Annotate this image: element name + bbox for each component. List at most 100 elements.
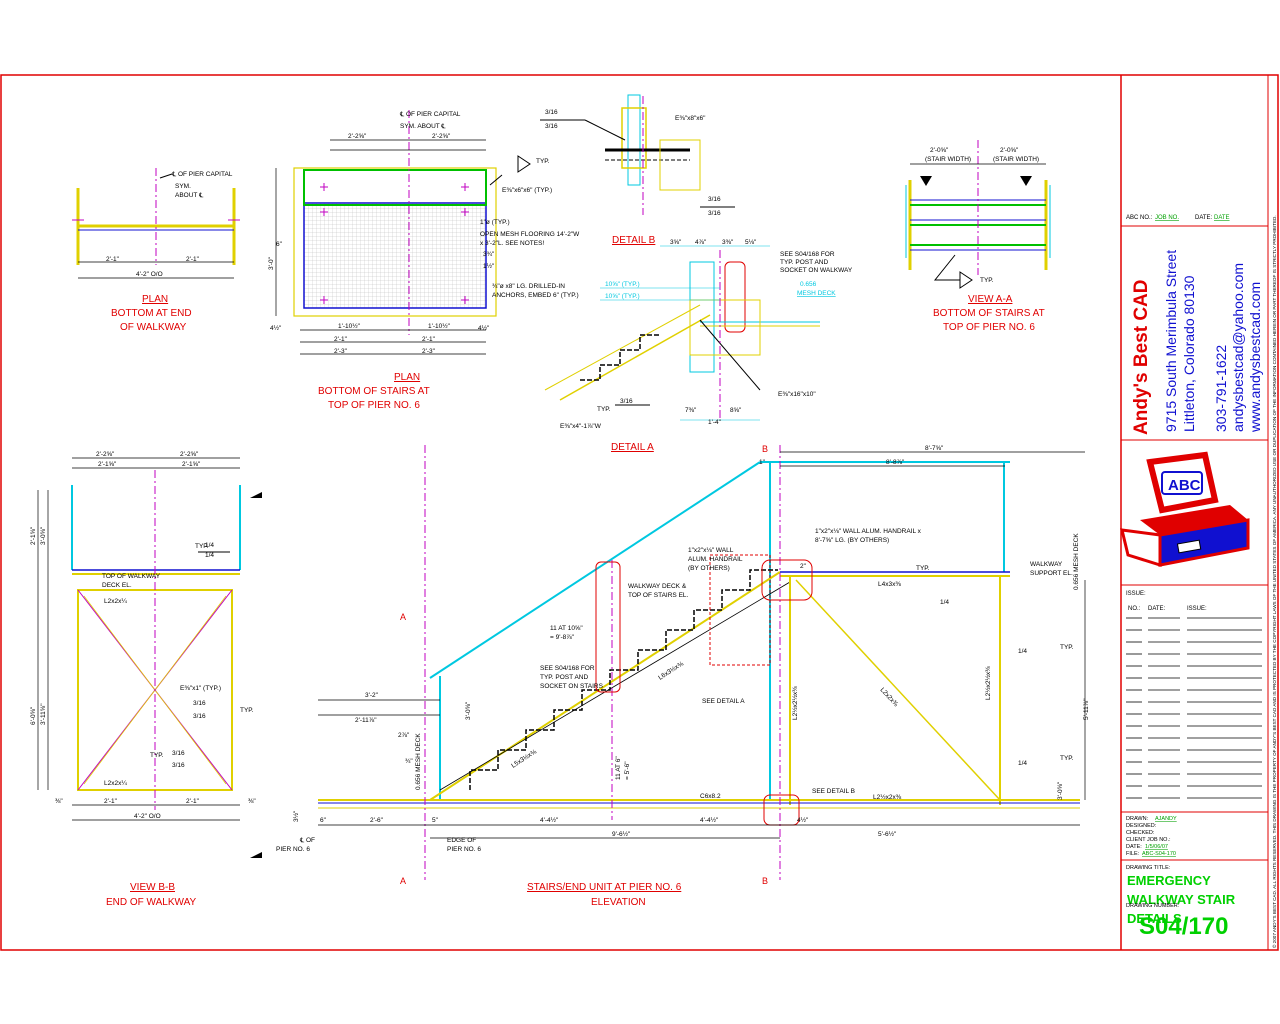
svg-text:SOCKET ON STAIRS: SOCKET ON STAIRS (540, 683, 604, 690)
copyright-text: © 2007 ANDY'S BEST CAD. ALL RIGHTS RESER… (1271, 215, 1277, 948)
svg-text:TOP OF PIER NO. 6: TOP OF PIER NO. 6 (328, 400, 420, 411)
svg-text:0.656: 0.656 (800, 281, 817, 288)
svg-text:L2½x2x⅜: L2½x2x⅜ (873, 793, 902, 801)
svg-text:DRAWN:: DRAWN: (1126, 816, 1149, 822)
detail-b: 3/16 3/16 3/16 3/16 E⅜"x8"x6" DETAIL B (540, 94, 735, 246)
svg-text:3½": 3½" (292, 810, 300, 822)
svg-text:AJANDY: AJANDY (1155, 816, 1177, 822)
svg-text:= 9'-8⅞": = 9'-8⅞" (550, 634, 575, 641)
svg-text:WALKWAY: WALKWAY (1030, 561, 1063, 568)
abc-logo: ABC (1120, 451, 1250, 568)
svg-text:DECK EL.: DECK EL. (102, 582, 132, 589)
drawing-title: EMERGENCY WALKWAY STAIR DETAILS (1127, 873, 1236, 926)
svg-text:DETAILS: DETAILS (1127, 911, 1182, 926)
svg-text:DRAWING NUMBER:: DRAWING NUMBER: (1126, 903, 1180, 909)
svg-text:ABOUT ℄: ABOUT ℄ (175, 192, 204, 199)
svg-text:L2x2x¼: L2x2x¼ (104, 780, 127, 787)
detail-a-title: DETAIL A (611, 442, 654, 453)
svg-text:ABC NO.:: ABC NO.: (1126, 215, 1153, 221)
svg-text:TYP. POST AND: TYP. POST AND (540, 674, 588, 681)
svg-text:¾"ø x8" LG. DRILLED-IN: ¾"ø x8" LG. DRILLED-IN (492, 283, 565, 290)
view-a-a: 2'-0⅝" 2'-0⅝" (STAIR WIDTH) (STAIR WIDTH… (905, 140, 1051, 333)
svg-text:DRAWING TITLE:: DRAWING TITLE: (1126, 865, 1171, 871)
svg-text:END OF WALKWAY: END OF WALKWAY (106, 897, 197, 908)
svg-text:3/16: 3/16 (708, 196, 721, 203)
svg-text:1'-10½": 1'-10½" (428, 322, 451, 330)
svg-text:3⅜": 3⅜" (722, 239, 734, 246)
svg-text:7⅜": 7⅜" (685, 407, 697, 414)
svg-text:BOTTOM OF STAIRS AT: BOTTOM OF STAIRS AT (933, 308, 1045, 319)
svg-text:PIER NO. 6: PIER NO. 6 (276, 846, 310, 853)
svg-text:2'-1⅝": 2'-1⅝" (98, 461, 117, 468)
svg-text:1/5/06/07: 1/5/06/07 (1145, 844, 1168, 850)
svg-text:E⅜"x16"x10": E⅜"x16"x10" (778, 391, 816, 398)
svg-text:3¾": 3¾" (483, 251, 495, 258)
company-name: Andy's Best CAD (1131, 280, 1152, 436)
svg-text:4'-4½": 4'-4½" (540, 816, 559, 824)
svg-text:2'-1⅝": 2'-1⅝" (30, 526, 37, 545)
svg-text:TYP.: TYP. (1060, 755, 1074, 762)
svg-text:3'-0": 3'-0" (268, 256, 275, 270)
svg-text:0.656 MESH DECK: 0.656 MESH DECK (1073, 533, 1080, 590)
svg-text:L2½x2½x⅜: L2½x2½x⅜ (791, 686, 799, 720)
svg-text:5'-6½": 5'-6½" (878, 830, 897, 838)
svg-text:4⅞": 4⅞" (695, 239, 707, 246)
svg-text:TYP.: TYP. (150, 752, 164, 759)
svg-text:SUPPORT EL.: SUPPORT EL. (1030, 570, 1073, 577)
svg-text:L4x3x⅜: L4x3x⅜ (878, 581, 901, 588)
svg-text:2'-2⅝": 2'-2⅝" (348, 133, 367, 140)
svg-text:E⅜"x1" (TYP.): E⅜"x1" (TYP.) (180, 685, 221, 692)
svg-text:TYP.: TYP. (980, 277, 994, 284)
svg-text:DATE:: DATE: (1148, 606, 1166, 612)
view-aa-title: VIEW A-A (968, 294, 1013, 305)
svg-text:Andy's Best CAD: Andy's Best CAD (1131, 280, 1152, 436)
svg-text:3/16: 3/16 (708, 210, 721, 217)
svg-text:x 3'-2"L. SEE NOTES!: x 3'-2"L. SEE NOTES! (480, 240, 544, 247)
svg-text:CLIENT JOB NO.:: CLIENT JOB NO.: (1126, 837, 1171, 843)
svg-text:BOTTOM OF STAIRS AT: BOTTOM OF STAIRS AT (318, 386, 430, 397)
svg-text:TYP.: TYP. (195, 543, 209, 550)
svg-text:1/4: 1/4 (1018, 760, 1027, 767)
svg-text:℄ OF: ℄ OF (299, 837, 315, 844)
svg-text:ABC: ABC (1168, 477, 1201, 494)
svg-text:3'-11⅝": 3'-11⅝" (40, 703, 47, 725)
svg-text:2'-1": 2'-1" (106, 256, 120, 263)
svg-text:SEE DETAIL A: SEE DETAIL A (702, 698, 745, 705)
svg-text:TYP.: TYP. (1060, 644, 1074, 651)
svg-text:1"x2"x⅛" WALL ALUM. HANDRAIL x: 1"x2"x⅛" WALL ALUM. HANDRAIL x (815, 528, 922, 535)
svg-text:A: A (400, 612, 406, 622)
svg-text:¾": ¾" (405, 758, 413, 765)
svg-text:2'-0⅝": 2'-0⅝" (1000, 147, 1019, 154)
svg-text:C6x8.2: C6x8.2 (700, 793, 721, 800)
address-line-1: 9715 South Merimbula Street (1163, 250, 1179, 432)
svg-text:2'-3": 2'-3" (422, 348, 436, 355)
elevation-title: STAIRS/END UNIT AT PIER NO. 6 (527, 882, 682, 893)
svg-text:⅜": ⅜" (248, 798, 256, 805)
svg-text:PIER NO. 6: PIER NO. 6 (447, 846, 481, 853)
view-b-b: 2'-2⅝" 2'-2⅝" 2'-1⅝" 2'-1⅝" 2'-1⅝" 3'-0⅝… (30, 451, 262, 908)
svg-text:⅜": ⅜" (55, 798, 63, 805)
svg-text:B: B (762, 444, 768, 454)
svg-text:2'-2⅝": 2'-2⅝" (432, 133, 451, 140)
plan-end-title: PLAN (142, 294, 168, 305)
svg-text:L2x2x¼: L2x2x¼ (104, 598, 127, 605)
svg-text:8'-7⅝" LG. (BY OTHERS): 8'-7⅝" LG. (BY OTHERS) (815, 537, 889, 544)
detail-b-title: DETAIL B (612, 235, 656, 246)
svg-text:9'-6½": 9'-6½" (612, 830, 631, 838)
svg-text:(STAIR WIDTH): (STAIR WIDTH) (993, 156, 1039, 163)
svg-text:DESIGNED:: DESIGNED: (1126, 823, 1157, 829)
svg-text:2'-0⅝": 2'-0⅝" (930, 147, 949, 154)
svg-text:3/16: 3/16 (172, 762, 185, 769)
drawing-number: S04/170 (1139, 913, 1228, 940)
svg-text:DATE: DATE (1214, 215, 1230, 221)
svg-text:SYM.: SYM. (175, 183, 191, 190)
svg-text:TYP.: TYP. (240, 707, 254, 714)
svg-text:2'-11⅞": 2'-11⅞" (355, 717, 377, 724)
svg-text:(STAIR WIDTH): (STAIR WIDTH) (925, 156, 971, 163)
svg-text:2": 2" (800, 563, 807, 570)
svg-text:DATE:: DATE: (1126, 844, 1142, 850)
svg-text:ISSUE:: ISSUE: (1187, 606, 1207, 612)
svg-text:FILE:: FILE: (1126, 851, 1140, 857)
svg-text:WALKWAY STAIR: WALKWAY STAIR (1127, 892, 1236, 907)
svg-text:TYP.: TYP. (916, 565, 930, 572)
